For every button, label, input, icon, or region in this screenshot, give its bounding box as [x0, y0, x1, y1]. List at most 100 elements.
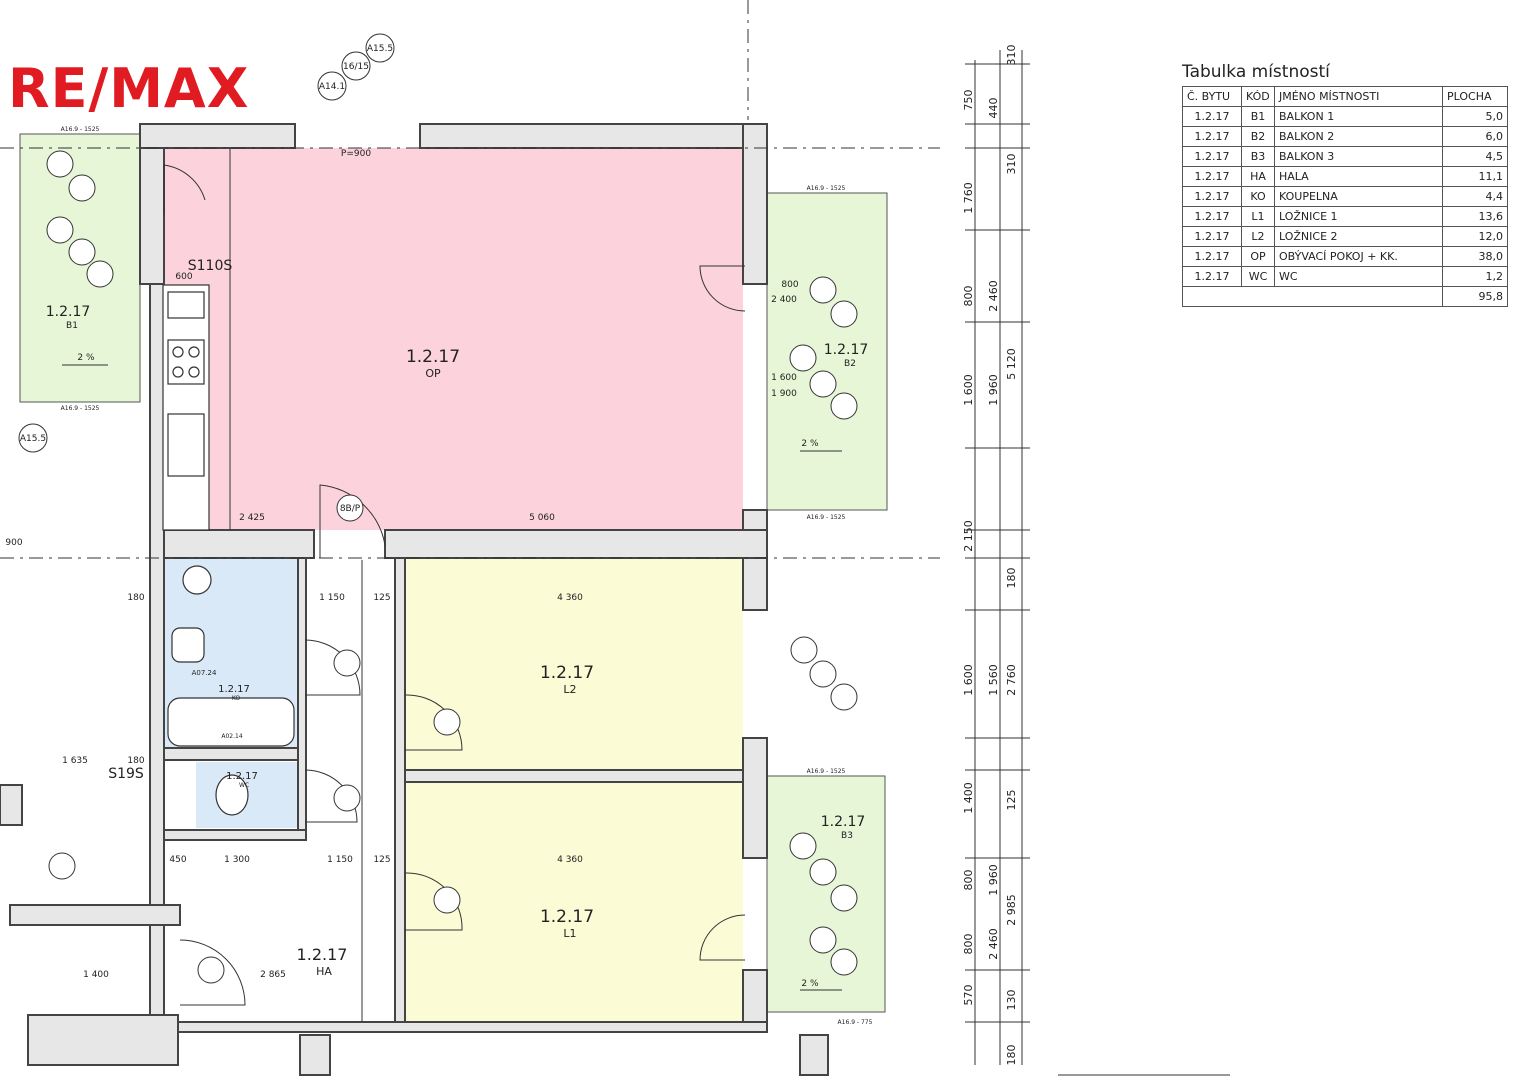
- dim-b2-1600: 1 600: [771, 373, 797, 383]
- dim-corr-upper: 1 150: [319, 593, 345, 603]
- tag-b1-top: A16.9 - 1525: [61, 126, 100, 133]
- tag-texts: A15.5 16/15 A14.1 P=900 S110S S19S 8B/P …: [20, 44, 873, 1026]
- tag-b2-bottom: A16.9 - 1525: [807, 514, 846, 521]
- room-labels: 1.2.17 OP 1.2.17 L2 1.2.17 L1 1.2.17 HA …: [46, 304, 869, 978]
- tag-circle-ha-door: [197, 956, 225, 984]
- label-b3-unit: 1.2.17: [821, 814, 866, 830]
- dim-corr-lower-125: 125: [373, 855, 390, 865]
- dim-r-1760: 1 760: [962, 182, 975, 214]
- walls: [139, 123, 768, 1033]
- dim-r-750: 750: [962, 90, 975, 111]
- cell-unit: 1.2.17: [1182, 226, 1242, 247]
- tag-s110s: S110S: [188, 258, 233, 274]
- neighbour-wall-5: [799, 1034, 829, 1076]
- tag-circle-b1b: [68, 174, 96, 202]
- tag-circle-ko-door: [333, 649, 361, 677]
- cell-unit: 1.2.17: [1182, 186, 1242, 207]
- dim-r-5120: 5 120: [1005, 348, 1018, 380]
- dim-r-180a: 180: [1005, 568, 1018, 589]
- dim-left-1635: 1 635: [62, 756, 88, 766]
- washing-machine: [182, 565, 212, 595]
- tag-circle-1615-top: [341, 51, 371, 81]
- col-area: PLOCHA: [1442, 86, 1508, 107]
- dim-r-800b: 800: [962, 870, 975, 891]
- sink: [167, 413, 205, 477]
- label-b2-code: B2: [844, 359, 856, 369]
- cell-code: OP: [1241, 246, 1275, 267]
- kitchen-fixtures: [162, 284, 210, 531]
- tag-s19s: S19S: [108, 766, 144, 782]
- dim-ha-450: 450: [169, 855, 186, 865]
- dim-r-800c: 800: [962, 934, 975, 955]
- tag-circle-b1c: [46, 216, 74, 244]
- tag-circle-b3a: [789, 832, 817, 860]
- tag-circle-8bl-left: [48, 852, 76, 880]
- tag-circle-left-a155: [18, 423, 48, 453]
- tag-circle-l2b: [809, 660, 837, 688]
- dim-op-width: 5 060: [529, 513, 555, 523]
- tag-a0724: A07.24: [192, 669, 217, 677]
- tag-circle-b3e: [830, 948, 858, 976]
- dim-b2-800: 800: [781, 280, 798, 290]
- dim-r-1960b: 1 960: [987, 864, 1000, 896]
- label-wc-code: WC: [239, 782, 249, 789]
- dim-r-125: 125: [1005, 790, 1018, 811]
- dim-r-1600b: 1 600: [962, 664, 975, 696]
- dim-r-310b: 310: [1005, 154, 1018, 175]
- cell-name: OBÝVACÍ POKOJ + KK.: [1274, 246, 1443, 267]
- dim-r-1600a: 1 600: [962, 374, 975, 406]
- dim-corr-upper-125: 125: [373, 593, 390, 603]
- cell-area: 5,0: [1442, 106, 1508, 127]
- tag-circle-wc-door: [333, 784, 361, 812]
- tag-b3-bottom: A16.9 - 775: [838, 1019, 873, 1026]
- bath-fixtures: [167, 565, 295, 816]
- cell-unit: 1.2.17: [1182, 126, 1242, 147]
- neighbour-wall-3: [27, 1014, 179, 1066]
- inner-dimensions: 5 060 2 425 4 360 4 360 1 150 125 1 150 …: [5, 272, 798, 980]
- dim-kitchen-width: 2 425: [239, 513, 265, 523]
- tag-circle-b3b: [809, 858, 837, 886]
- neighbour-wall-4: [299, 1034, 331, 1076]
- label-ha-code: HA: [316, 965, 332, 978]
- door-b3: [699, 914, 746, 961]
- room-b3-fill: [766, 775, 886, 1013]
- room-l1-fill: [405, 782, 743, 1022]
- tag-circle-8bp: [336, 494, 364, 522]
- dim-l2-width: 4 360: [557, 593, 583, 603]
- wall-left-upper: [139, 147, 165, 285]
- tag-drain-b3: 2 %: [801, 979, 819, 989]
- dim-kitchen-600: 600: [175, 272, 192, 282]
- annotation-circles: [18, 33, 858, 984]
- wall-top-right: [419, 123, 767, 149]
- dim-b2-2400: 2 400: [771, 295, 797, 305]
- cell-name: LOŽNICE 2: [1274, 226, 1443, 247]
- tag-b3-top: A16.9 - 1525: [807, 768, 846, 775]
- cell-code: L1: [1241, 206, 1275, 227]
- tag-circle-l2-door: [433, 708, 461, 736]
- dim-r-130: 130: [1005, 990, 1018, 1011]
- label-b3-code: B3: [841, 831, 853, 841]
- wall-l2-l1: [404, 769, 744, 783]
- cell-unit: 1.2.17: [1182, 266, 1242, 287]
- cell-name: HALA: [1274, 166, 1443, 187]
- tag-b1-bottom: A16.9 - 1525: [61, 405, 100, 412]
- cell-area: 11,1: [1442, 166, 1508, 187]
- remax-logo: RE/MAX: [8, 57, 250, 120]
- dimension-ticks: [965, 63, 1030, 1023]
- room-table-header-row: Č. BYTU KÓD JMÉNO MÍSTNOSTI PLOCHA: [1182, 86, 1508, 107]
- dim-r-2985: 2 985: [1005, 894, 1018, 926]
- tag-drain-b1: 2 %: [77, 353, 95, 363]
- label-b2-unit: 1.2.17: [824, 342, 869, 358]
- label-l1-code: L1: [563, 927, 576, 940]
- dim-r-1560: 1 560: [987, 664, 1000, 696]
- wall-ko-wc: [163, 747, 299, 761]
- tag-circle-b1a: [46, 150, 74, 178]
- tag-circle-b2c: [789, 344, 817, 372]
- cell-name: WC: [1274, 266, 1443, 287]
- label-ko-unit: 1.2.17: [218, 684, 250, 695]
- label-b1-unit: 1.2.17: [46, 304, 91, 320]
- dim-left-180: 180: [127, 593, 144, 603]
